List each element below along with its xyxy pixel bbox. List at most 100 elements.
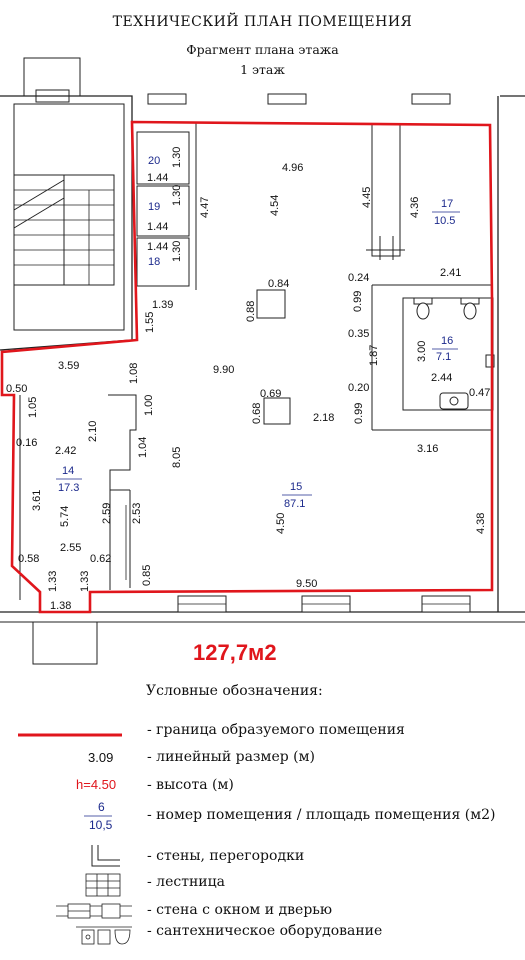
dim-label: 2.18 — [313, 412, 334, 424]
stairs-icon — [85, 873, 121, 897]
dim-label: 8.05 — [171, 447, 183, 468]
window-door-icon — [56, 903, 132, 919]
dim-label: 4.38 — [475, 513, 487, 534]
dim-label: 0.88 — [245, 301, 257, 322]
dim-label: 0.99 — [353, 403, 365, 424]
dim-label: 1.44 — [147, 221, 168, 233]
svg-text:7.1: 7.1 — [436, 351, 451, 363]
svg-text:18: 18 — [148, 256, 160, 268]
dim-label: 1.44 — [147, 241, 168, 253]
svg-text:17: 17 — [441, 198, 453, 210]
dim-label: 0.35 — [348, 328, 369, 340]
dim-label: 0.58 — [18, 553, 39, 565]
legend-room-text: - номер помещения / площадь помещения (м… — [147, 807, 496, 823]
dim-label: 4.45 — [361, 187, 373, 208]
dim-label: 4.47 — [199, 197, 211, 218]
legend-walls-text: - стены, перегородки — [147, 848, 305, 864]
room-label-15: 15 87.1 — [282, 481, 312, 510]
dim-label: 0.62 — [90, 553, 111, 565]
svg-text:15: 15 — [290, 481, 302, 493]
outer-wall-left — [0, 95, 133, 351]
svg-text:10.5: 10.5 — [434, 215, 455, 227]
dim-label: 4.50 — [275, 513, 287, 534]
legend-sample-height: h=4.50 — [76, 777, 116, 792]
legend-sample-room-num: 6 — [98, 800, 105, 814]
legend-title: Условные обозначения: — [146, 683, 323, 699]
dim-label: 0.24 — [348, 272, 369, 284]
sanitary-icon — [76, 926, 132, 945]
legend-stairs-text: - лестница — [147, 874, 225, 890]
room-label-20: 20 — [148, 155, 160, 167]
dim-label: 1.87 — [368, 345, 380, 366]
dim-label: 3.16 — [417, 443, 438, 455]
svg-text:19: 19 — [148, 201, 160, 213]
dim-label: 1.30 — [171, 147, 183, 168]
legend-sample-dim: 3.09 — [88, 750, 113, 765]
room-label-14: 14 17.3 — [56, 465, 82, 494]
dim-label: 1.30 — [171, 241, 183, 262]
dim-label: 2.53 — [131, 503, 143, 524]
dim-label: 2.41 — [440, 267, 461, 279]
dim-label: 1.33 — [47, 571, 59, 592]
dim-label: 5.74 — [59, 506, 71, 527]
dim-label: 1.08 — [128, 363, 140, 384]
dim-label: 0.47 — [469, 387, 490, 399]
legend-height-text: - высота (м) — [147, 777, 234, 793]
plan-title: ТЕХНИЧЕСКИЙ ПЛАН ПОМЕЩЕНИЯ — [112, 14, 413, 30]
dim-label: 1.44 — [147, 172, 168, 184]
dim-label: 1.38 — [50, 600, 71, 612]
dim-label: 3.61 — [31, 490, 43, 511]
dim-label: 0.84 — [268, 278, 289, 290]
dim-label: 0.99 — [352, 291, 364, 312]
legend-sanitary-text: - сантехническое оборудование — [147, 923, 383, 939]
stair-room — [13, 103, 125, 331]
staircase — [13, 174, 115, 286]
dim-label: 4.54 — [269, 195, 281, 216]
dim-label: 2.44 — [431, 372, 452, 384]
premises-boundary — [0, 120, 494, 614]
svg-text:14: 14 — [62, 465, 74, 477]
svg-text:87.1: 87.1 — [284, 498, 305, 510]
windows-bottom — [177, 595, 471, 613]
room-label-19: 19 — [148, 201, 160, 213]
dim-label: 0.85 — [141, 565, 153, 586]
dim-label: 1.39 — [152, 299, 173, 311]
dim-label: 4.96 — [282, 162, 303, 174]
dim-label: 1.05 — [27, 397, 39, 418]
dim-label: 1.33 — [79, 571, 91, 592]
windows-top — [147, 93, 451, 105]
dim-label: 0.20 — [348, 382, 369, 394]
dim-label: 2.55 — [60, 542, 81, 554]
dim-label: 0.16 — [16, 437, 37, 449]
dim-label: 1.30 — [171, 185, 183, 206]
dim-label: 3.00 — [416, 341, 428, 362]
dim-label: 2.59 — [101, 503, 113, 524]
dim-label: 3.59 — [58, 360, 79, 372]
legend-dim-text: - линейный размер (м) — [147, 749, 315, 765]
dim-label: 1.04 — [137, 437, 149, 458]
dim-label: 9.50 — [296, 578, 317, 590]
walls-icon — [91, 845, 120, 867]
floor-label: 1 этаж — [240, 62, 285, 77]
dim-label: 1.00 — [143, 395, 155, 416]
legend-sample-room-area: 10,5 — [89, 818, 113, 832]
dim-label: 9.90 — [213, 364, 234, 376]
dim-label: 0.50 — [6, 383, 27, 395]
dim-label: 2.10 — [87, 421, 99, 442]
dim-label: 0.69 — [260, 388, 281, 400]
legend-boundary-text: - граница образуемого помещения — [147, 722, 405, 738]
entrance-porch — [32, 621, 98, 665]
toilet-fixture — [413, 297, 495, 410]
svg-text:16: 16 — [441, 335, 453, 347]
dim-label: 4.36 — [409, 197, 421, 218]
room-label-16: 16 7.1 — [432, 335, 458, 363]
legend-window-text: - стена с окном и дверью — [147, 902, 333, 918]
dim-label: 0.68 — [251, 403, 263, 424]
room-label-17: 17 10.5 — [432, 198, 460, 227]
plan-subtitle: Фрагмент плана этажа — [186, 42, 339, 57]
room-label-18: 18 — [148, 256, 160, 268]
svg-text:17.3: 17.3 — [58, 482, 79, 494]
dim-label: 1.55 — [144, 312, 156, 333]
total-area: 127,7м2 — [193, 640, 277, 665]
